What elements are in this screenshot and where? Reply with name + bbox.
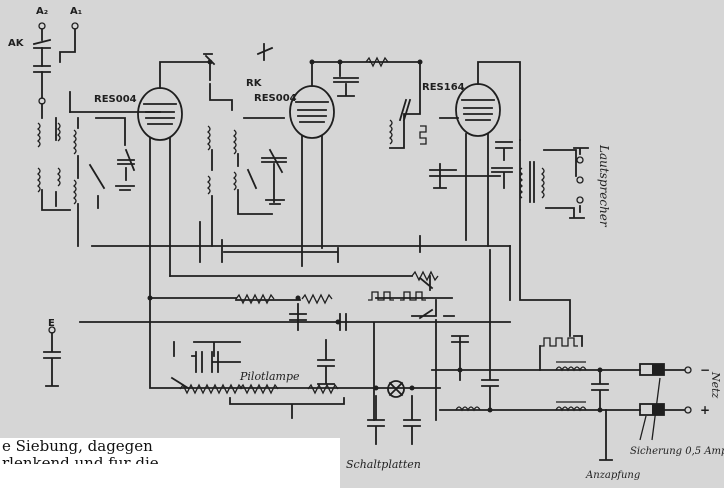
caption-line-1: e Siebung, dagegen <box>2 438 153 455</box>
tube3-label: RES164 <box>422 82 465 93</box>
tube1-label: RES004 <box>94 94 137 105</box>
heater-string <box>149 297 441 419</box>
minus-terminal: − <box>700 363 710 377</box>
tube2-label: RES004 <box>254 93 297 104</box>
power-filter <box>431 139 641 421</box>
pilot-lamp-section: Pilotlampe <box>170 339 335 390</box>
antenna-coupler-label: AK <box>8 38 25 49</box>
antenna-a1-label: A₁ <box>70 6 82 17</box>
feedback-cap-label: RK <box>246 78 263 89</box>
antenna-input <box>32 22 161 211</box>
tube-3: RES164 <box>422 61 521 247</box>
plus-terminal: + <box>700 403 710 417</box>
mains-label: Netz <box>709 371 722 399</box>
fuse-label: Sicherung 0,5 Amp <box>630 446 724 457</box>
shield-plate-caps: Schaltplatten <box>346 395 421 471</box>
pilot-lamp-symbol <box>387 380 405 398</box>
tap-label: Anzapfung <box>585 470 640 481</box>
earth-label: E <box>48 318 55 329</box>
pilot-lamp-label: Pilotlampe <box>239 370 300 383</box>
earth-capacitor: E <box>43 318 61 387</box>
tube-2: RES004 RK <box>203 43 371 267</box>
speaker-label: Lautsprecher <box>597 144 611 228</box>
shield-plates-label: Schaltplatten <box>346 458 421 471</box>
caption-text: e Siebung, dagegen rlenkend und fur die <box>0 438 340 488</box>
output-transformer: Lautsprecher <box>519 144 611 228</box>
caption-line-2: rlenkend und fur die <box>2 455 159 464</box>
anode-supply-top <box>333 56 427 149</box>
antenna-a2-label: A₂ <box>36 6 48 17</box>
junction-dots <box>147 59 603 413</box>
fuses-mains: − + Netz Sicherung 0,5 Amp Anzapfung <box>585 363 724 481</box>
tube1-grid-circuit <box>72 117 136 247</box>
tube-1: RES004 <box>94 61 211 299</box>
